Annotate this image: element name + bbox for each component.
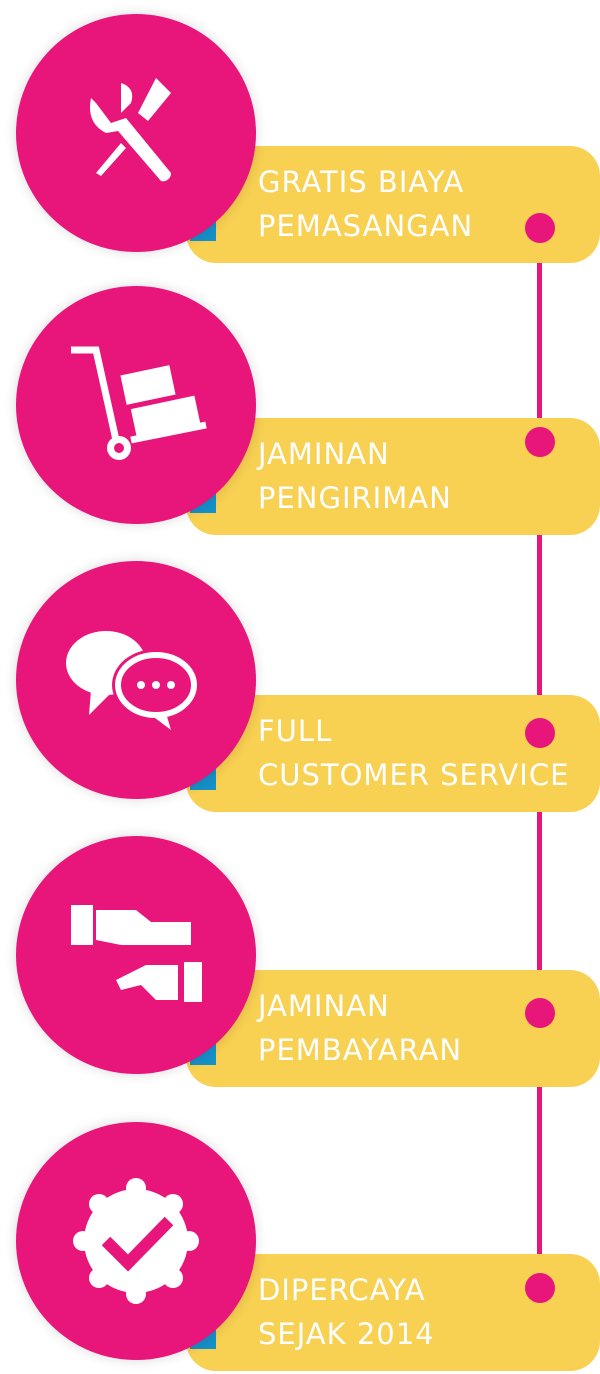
- feature-label-box: [186, 1254, 600, 1371]
- timeline-dot: [525, 718, 555, 748]
- feature-label-box: [186, 970, 600, 1087]
- handshake-payment-icon: [16, 836, 256, 1074]
- tools-icon: [16, 14, 256, 252]
- feature-label-box: [186, 695, 600, 812]
- timeline-dot: [525, 1273, 555, 1303]
- timeline-dot: [525, 213, 555, 243]
- verified-badge-icon: [16, 1122, 256, 1360]
- timeline-dot: [525, 998, 555, 1028]
- feature-label-box: [186, 146, 600, 263]
- hand-truck-icon: [16, 286, 256, 524]
- chat-bubbles-icon: [16, 561, 256, 799]
- timeline-dot: [525, 427, 555, 457]
